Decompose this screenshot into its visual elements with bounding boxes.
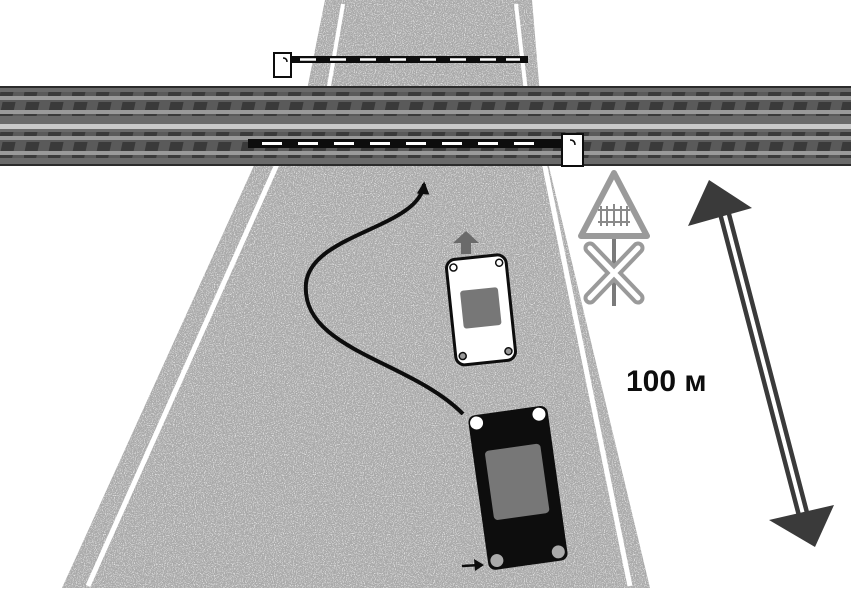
railway-tracks (0, 86, 851, 166)
distance-label: 100 м (626, 365, 707, 398)
distance-arrow-icon (688, 180, 834, 547)
white-car (445, 253, 517, 367)
start-arrow-icon (461, 559, 484, 571)
barrier-near (248, 133, 584, 167)
st-andrews-cross-icon (583, 241, 645, 305)
forward-arrow-icon (453, 231, 479, 254)
manoeuvre-path (303, 181, 465, 416)
level-crossing-sign (578, 170, 650, 306)
warning-triangle-icon (578, 170, 650, 239)
barrier-far (273, 52, 528, 78)
road-far (306, 0, 540, 95)
dark-car (468, 405, 568, 570)
